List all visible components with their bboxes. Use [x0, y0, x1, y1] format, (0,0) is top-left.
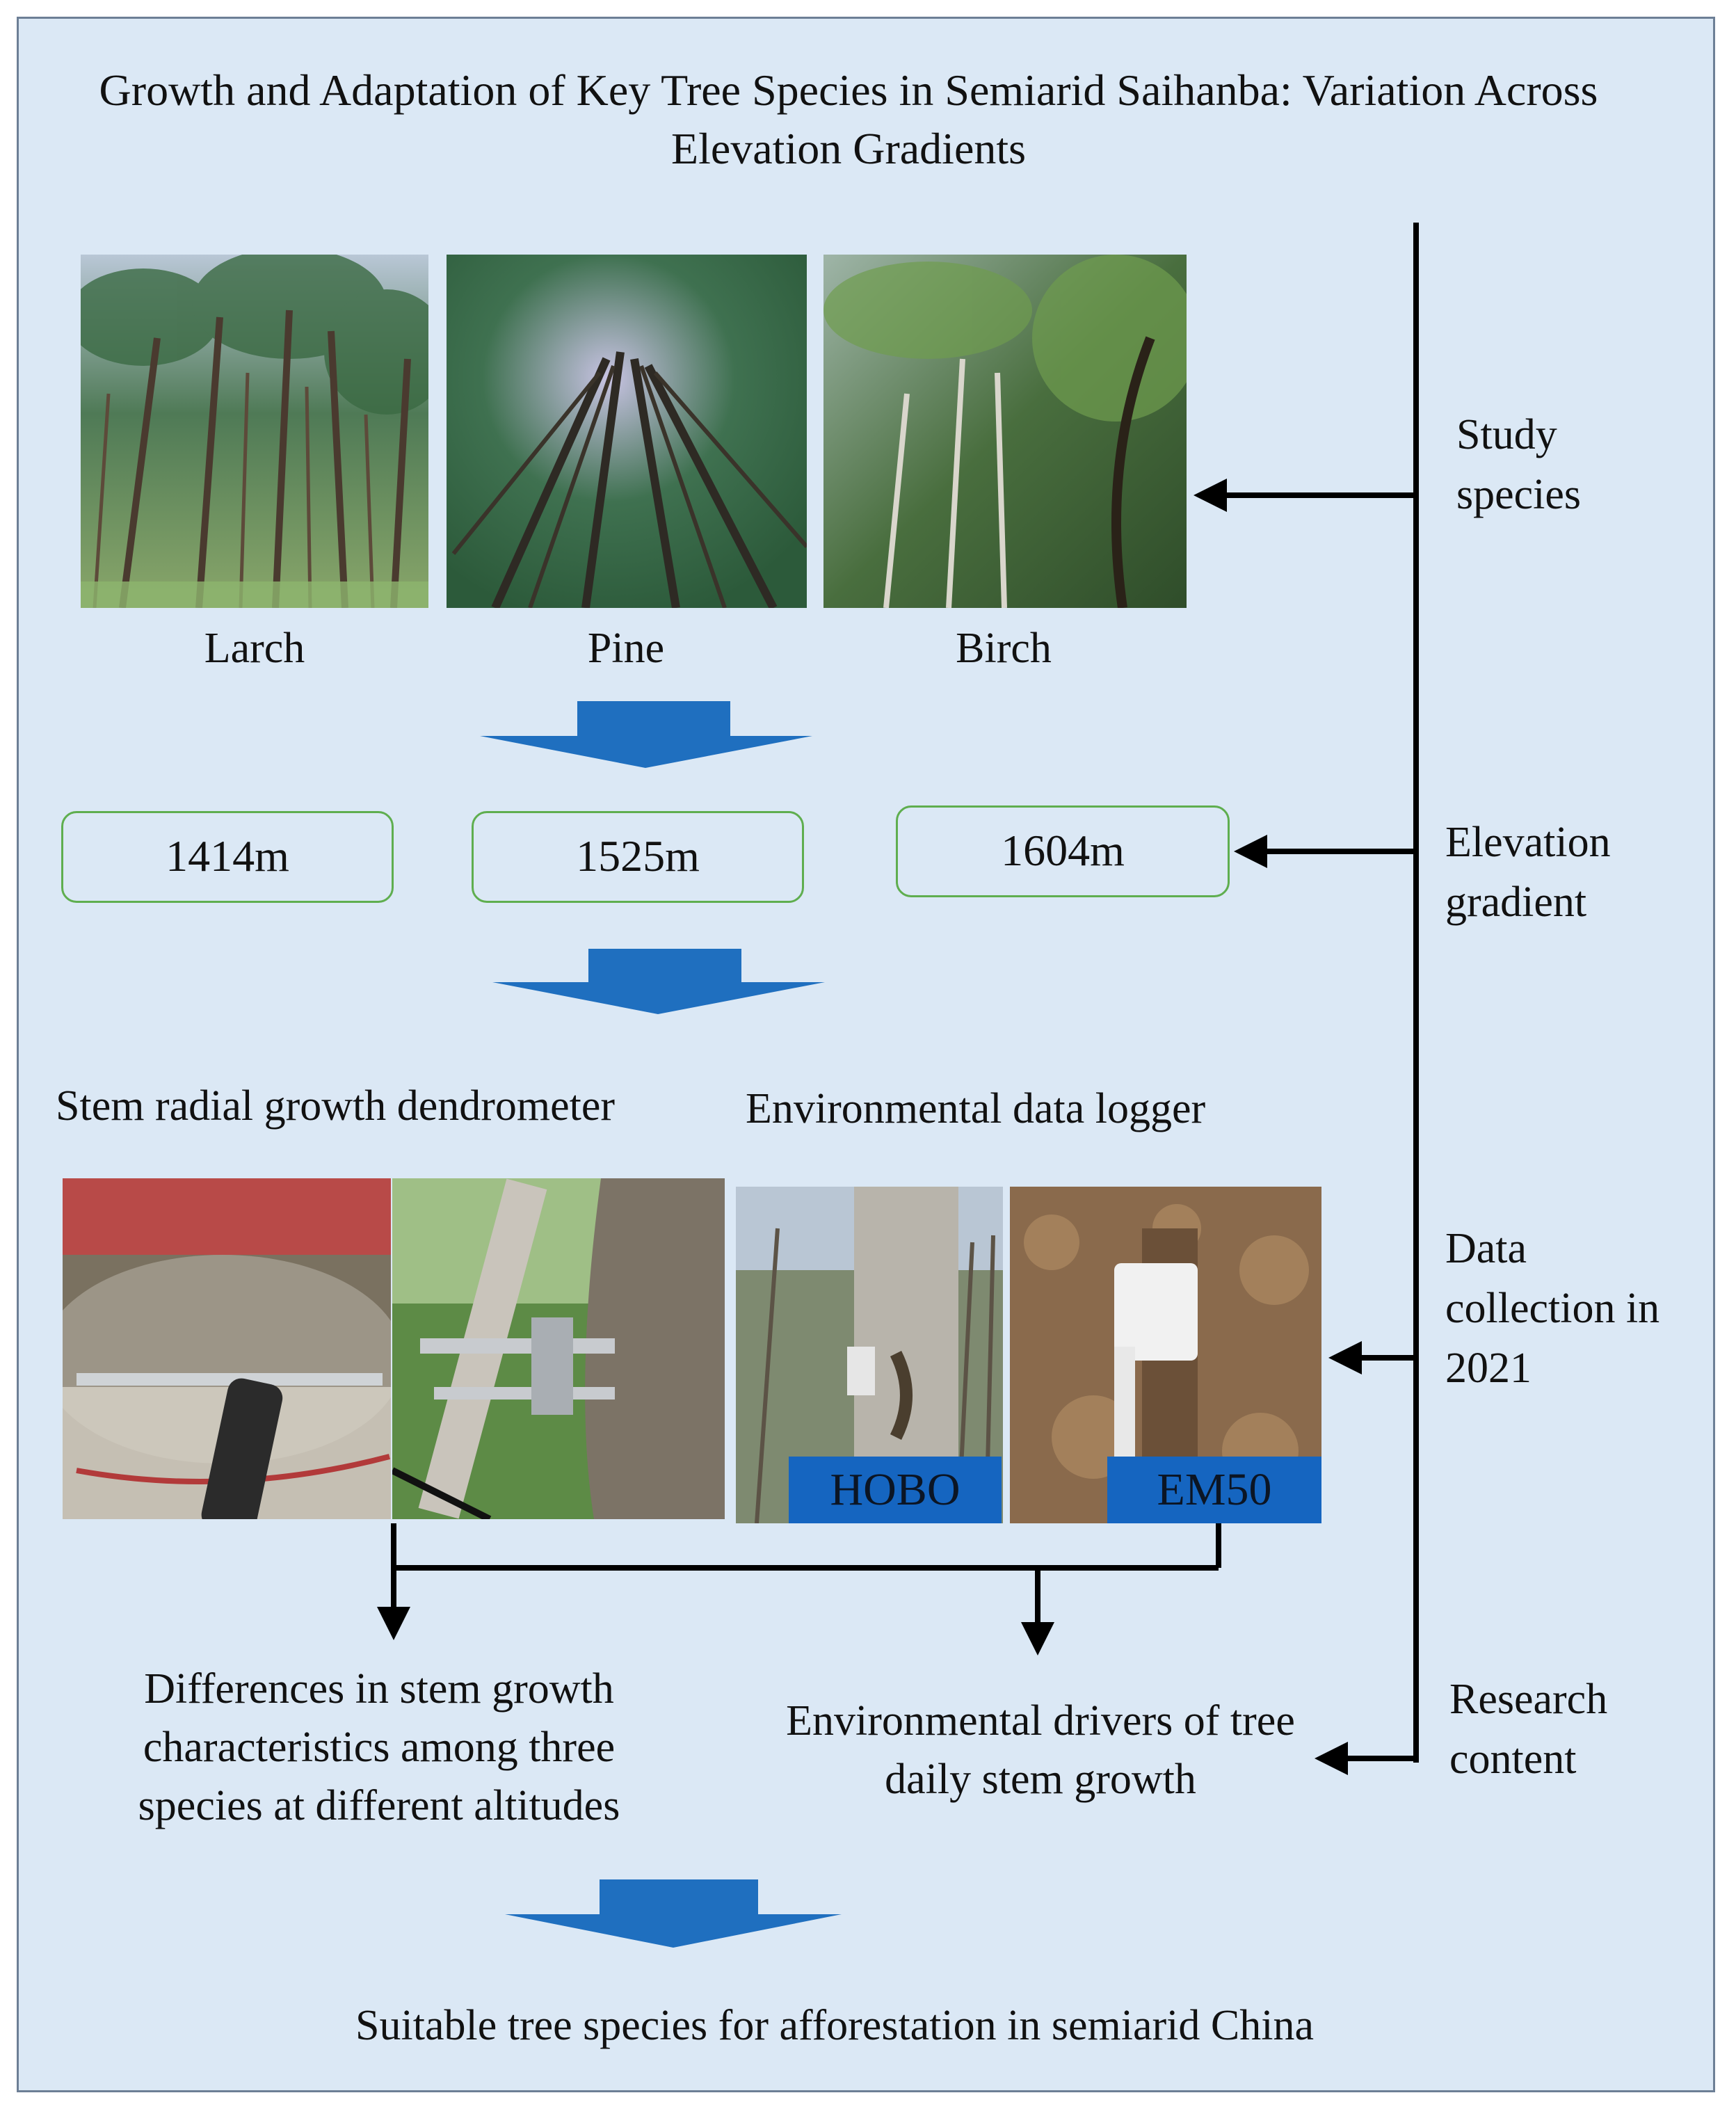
pine-photo	[447, 255, 807, 608]
sidebar-study-species: Study species	[1456, 411, 1582, 518]
hobo-tag: HOBO	[789, 1457, 1002, 1523]
elevation-box-1414: 1414m	[61, 811, 394, 903]
em50-tag: EM50	[1107, 1457, 1321, 1523]
dendrometer-label: Stem radial growth dendrometer	[56, 1082, 616, 1130]
diagram-title: Growth and Adaptation of Key Tree Specie…	[99, 65, 1598, 173]
birch-photo	[823, 255, 1187, 608]
elevation-box-1604: 1604m	[896, 805, 1230, 897]
species-label-birch: Birch	[956, 625, 1052, 672]
logger-label: Environmental data logger	[746, 1085, 1206, 1132]
sidebar-elevation-gradient: Elevation gradient	[1445, 819, 1611, 926]
larch-photo	[81, 255, 428, 608]
sidebar-research-content: Research content	[1449, 1676, 1608, 1783]
result-environmental-drivers: Environmental drivers of tree daily stem…	[786, 1697, 1295, 1803]
conclusion-text: Suitable tree species for afforestation …	[355, 2002, 1314, 2049]
species-label-pine: Pine	[587, 625, 665, 672]
result-stem-growth-differences: Differences in stem growth characteristi…	[138, 1665, 620, 1829]
species-label-larch: Larch	[204, 625, 305, 672]
sidebar-data-collection: Data collection in 2021	[1445, 1225, 1660, 1392]
elevation-box-1525: 1525m	[472, 811, 804, 903]
dendrometer-photo-2	[392, 1178, 725, 1519]
dendrometer-photo-1	[63, 1178, 391, 1519]
